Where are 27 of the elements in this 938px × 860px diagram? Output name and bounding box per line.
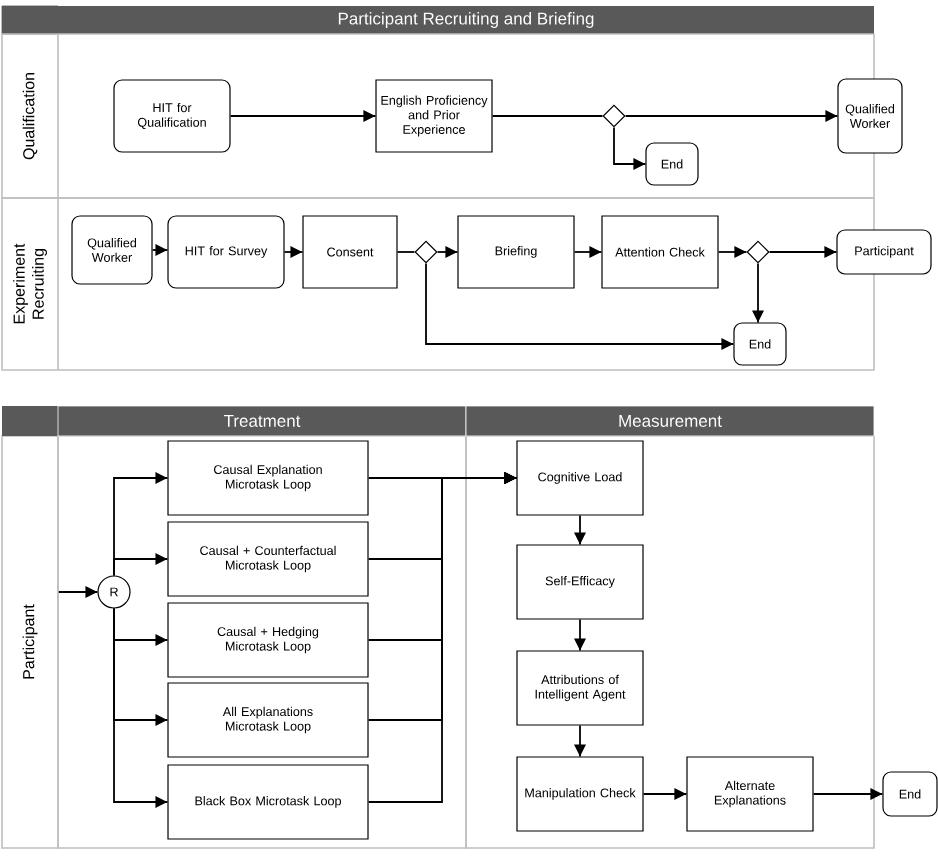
node-label: Treatment <box>223 415 301 427</box>
header-band: Participant Recruiting and Briefing <box>1 5 874 35</box>
swimlane: Participant <box>1 435 59 849</box>
arrow <box>425 262 735 350</box>
arrow <box>229 110 377 122</box>
arrow <box>613 126 647 170</box>
arrow <box>812 788 884 800</box>
arrow <box>57 586 99 598</box>
arrow <box>717 246 748 258</box>
arrow <box>574 514 586 546</box>
arrow <box>151 244 169 256</box>
arrow <box>283 246 304 258</box>
arrow <box>367 472 518 803</box>
arrow <box>113 607 169 808</box>
arrow <box>574 618 586 652</box>
arrow <box>624 110 839 122</box>
decision-diamond <box>414 240 438 264</box>
arrow <box>113 553 169 577</box>
arrow <box>642 788 688 800</box>
arrow <box>752 262 764 324</box>
arrow <box>436 246 459 258</box>
decision-diamond <box>746 240 770 264</box>
node-label: Measurement <box>619 415 722 427</box>
decision-diamond <box>602 104 626 128</box>
arrow <box>574 724 586 758</box>
arrow <box>768 246 838 258</box>
arrow <box>573 246 603 258</box>
